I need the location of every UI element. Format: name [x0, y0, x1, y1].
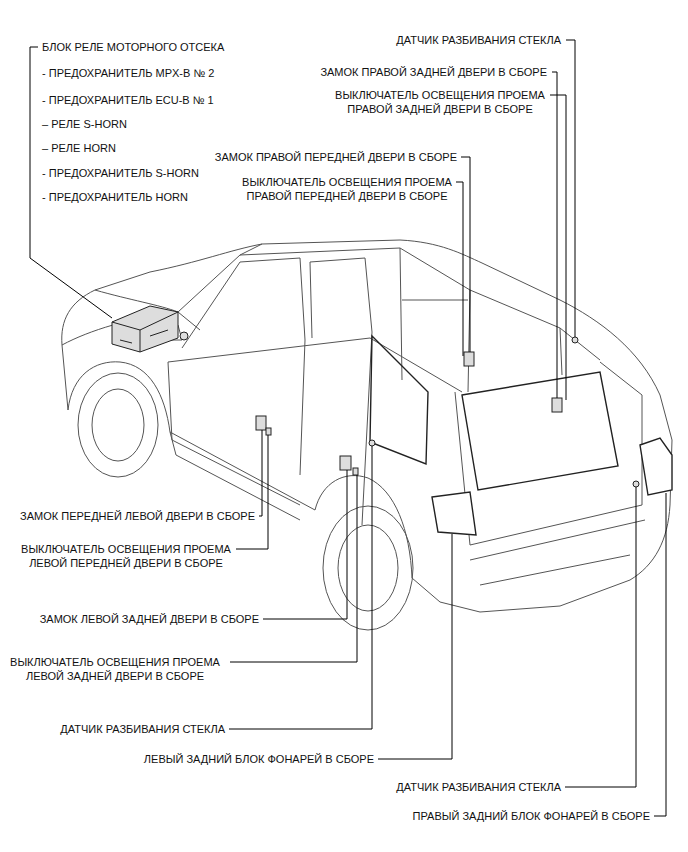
left-rear-lamp	[432, 492, 476, 535]
part-label: – РЕЛЕ HORN	[42, 141, 116, 155]
right-rear-lamp	[640, 438, 672, 495]
leader-line	[566, 40, 575, 337]
rear-window	[462, 372, 618, 490]
belt-line	[168, 338, 462, 392]
leader-line	[456, 182, 463, 356]
door-lock	[552, 398, 562, 412]
part-label: ДАТЧИК РАЗБИВАНИЯ СТЕКЛА	[60, 722, 225, 736]
door-switch	[353, 468, 358, 475]
part-label: ЗАМОК ПРАВОЙ ПЕРЕДНЕЙ ДВЕРИ В СБОРЕ	[215, 150, 457, 164]
part-label: ДАТЧИК РАЗБИВАНИЯ СТЕКЛА	[396, 780, 561, 794]
rear-quarter-glass	[370, 336, 428, 464]
leader-line	[550, 95, 566, 400]
front-rim	[92, 389, 144, 461]
leader-line	[654, 493, 666, 816]
leader-lines	[30, 40, 666, 816]
part-label: - ПРЕДОХРАНИТЕЛЬ MPX-B № 2	[42, 66, 214, 80]
leader-line	[30, 47, 112, 318]
rear-side-window	[310, 258, 372, 338]
leader-line	[259, 430, 262, 516]
door-lock	[340, 456, 351, 470]
door-switch	[266, 428, 271, 435]
part-label: ДАТЧИК РАЗБИВАНИЯ СТЕКЛА	[396, 33, 561, 47]
leader-line	[263, 470, 347, 619]
part-label: ЗАМОК ЛЕВОЙ ЗАДНЕЙ ДВЕРИ В СБОРЕ	[40, 612, 259, 626]
part-label: ЗАМОК ПЕРЕДНЕЙ ЛЕВОЙ ДВЕРИ В СБОРЕ	[20, 509, 255, 523]
front-wheel	[78, 373, 158, 477]
front-side-window	[182, 258, 305, 348]
part-label: ВЫКЛЮЧАТЕЛЬ ОСВЕЩЕНИЯ ПРОЕМА ПРАВОЙ ПЕРЕ…	[231, 175, 463, 203]
roof-rail	[240, 248, 600, 360]
rear-wheel	[323, 506, 413, 630]
relay-block	[112, 306, 178, 352]
components	[112, 306, 672, 535]
leader-line	[236, 435, 268, 549]
door-line	[168, 332, 372, 525]
tailgate	[455, 362, 642, 545]
part-label: ЛЕВЫЙ ЗАДНИЙ БЛОК ФОНАРЕЙ В СБОРЕ	[144, 752, 374, 766]
car-body	[62, 240, 672, 612]
wheels	[78, 373, 413, 630]
body-outline	[62, 240, 672, 612]
leader-line	[378, 534, 452, 759]
door-lock	[256, 416, 266, 430]
part-label: - ПРЕДОХРАНИТЕЛЬ HORN	[42, 190, 188, 204]
interior-pillar	[400, 248, 562, 392]
glass-sensor	[572, 337, 578, 343]
glass-sensor	[369, 440, 375, 446]
part-label: ВЫКЛЮЧАТЕЛЬ ОСВЕЩЕНИЯ ПРОЕМА ПРАВОЙ ЗАДН…	[324, 88, 556, 116]
part-label: - ПРЕДОХРАНИТЕЛЬ ECU-B № 1	[42, 93, 214, 107]
rear-bumper	[470, 520, 645, 585]
part-label: – РЕЛЕ S-HORN	[42, 117, 127, 131]
door-lock	[464, 352, 474, 366]
relay-block-lid	[112, 312, 178, 352]
windshield	[178, 244, 262, 330]
leader-line	[229, 446, 372, 729]
leader-line	[230, 475, 357, 662]
connector	[180, 332, 188, 340]
part-label: БЛОК РЕЛЕ МОТОРНОГО ОТСЕКА	[42, 40, 224, 54]
part-label: ВЫКЛЮЧАТЕЛЬ ОСВЕЩЕНИЯ ПРОЕМА ЛЕВОЙ ЗАДНЕ…	[4, 655, 226, 683]
leader-line	[552, 72, 557, 398]
leader-line	[565, 487, 636, 787]
part-label: ЗАМОК ПРАВОЙ ЗАДНЕЙ ДВЕРИ В СБОРЕ	[320, 65, 547, 79]
part-label: - ПРЕДОХРАНИТЕЛЬ S-HORN	[42, 166, 199, 180]
leader-line	[461, 157, 470, 352]
glass-sensor	[633, 481, 639, 487]
part-label: ВЫКЛЮЧАТЕЛЬ ОСВЕЩЕНИЯ ПРОЕМА ЛЕВОЙ ПЕРЕД…	[10, 542, 242, 570]
sill-line	[170, 432, 300, 520]
part-label: ПРАВЫЙ ЗАДНИЙ БЛОК ФОНАРЕЙ В СБОРЕ	[413, 809, 650, 823]
